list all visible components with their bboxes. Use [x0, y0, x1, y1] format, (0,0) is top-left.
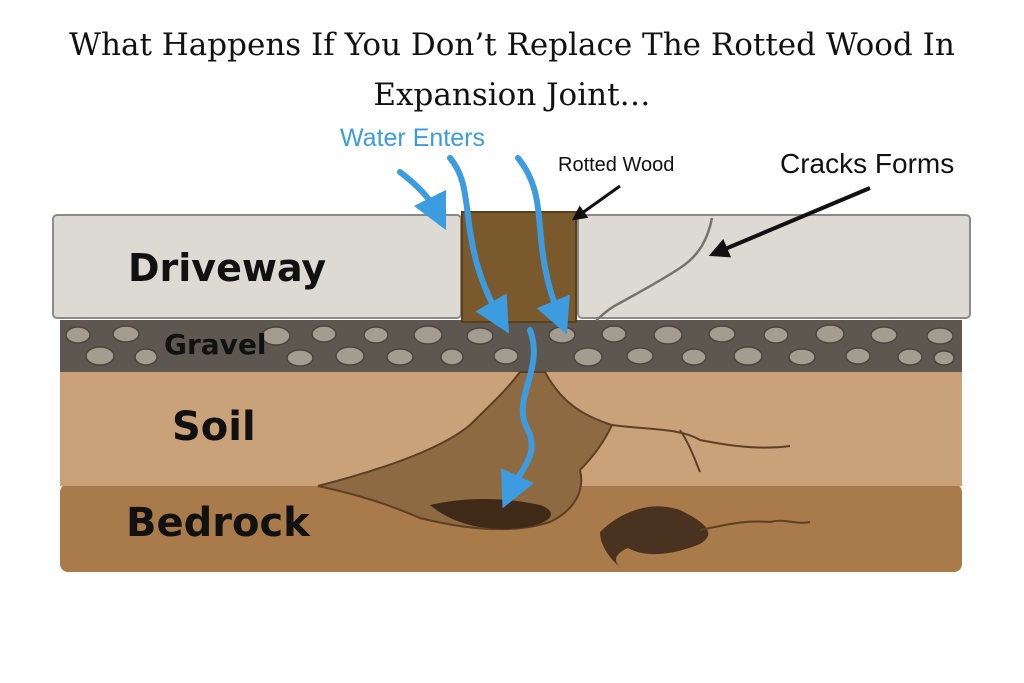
water-enters-label: Water Enters [340, 124, 485, 152]
cracks-forms-label: Cracks Forms [780, 148, 955, 179]
soil-cracks [611, 424, 811, 531]
driveway-slab-right [577, 214, 971, 319]
driveway-label: Driveway [128, 246, 327, 290]
diagram-title: What Happens If You Don’t Replace The Ro… [0, 20, 1024, 120]
title-line-2: Expansion Joint… [373, 77, 651, 113]
bedrock-void [600, 506, 709, 568]
crack-pointer [708, 186, 871, 258]
soil-label: Soil [172, 404, 256, 450]
title-line-1: What Happens If You Don’t Replace The Ro… [69, 27, 955, 63]
gravel-stones [65, 324, 955, 367]
water-flow-arrows [397, 155, 570, 509]
erosion-cavity [317, 371, 614, 531]
slab-crack [595, 217, 714, 322]
bedrock-label: Bedrock [126, 500, 310, 546]
rotted-wood-label: Rotted Wood [558, 154, 675, 176]
gravel-label: Gravel [164, 328, 267, 361]
rotted-wood-pointer [571, 184, 621, 221]
